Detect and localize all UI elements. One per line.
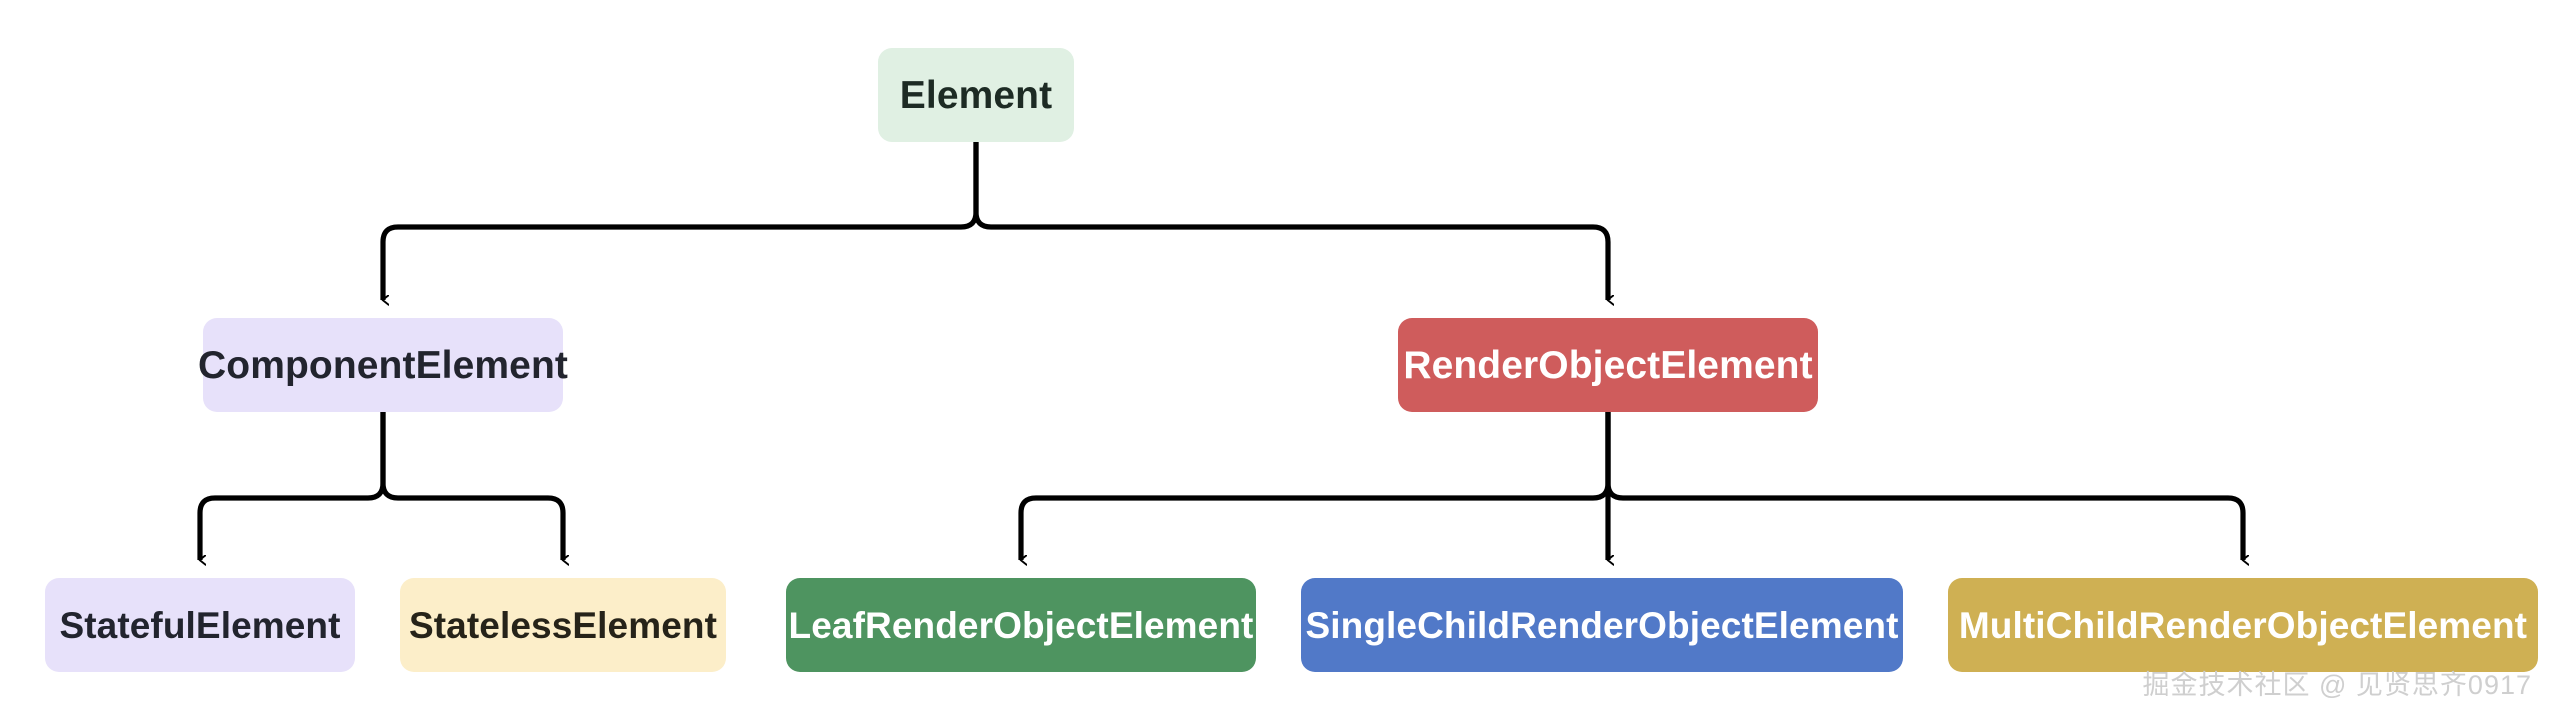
- node-stateful-element[interactable]: StatefulElement: [45, 578, 355, 672]
- node-component-element-label: ComponentElement: [198, 343, 568, 387]
- edge-component-element-to-stateful-element: [197, 412, 386, 560]
- node-leaf-render-object-element[interactable]: LeafRenderObjectElement: [786, 578, 1256, 672]
- node-multi-child-render-object-element-label: MultiChildRenderObjectElement: [1958, 604, 2528, 646]
- edge-component-element-to-stateless-element: [380, 412, 563, 560]
- edge-render-object-element-to-multi-child-render-object-element: [1605, 412, 2243, 560]
- edge-element-to-component-element: [380, 142, 979, 300]
- node-render-object-element-label: RenderObjectElement: [1403, 343, 1813, 387]
- watermark: 掘金技术社区 @ 见贤思齐0917: [2142, 670, 2532, 700]
- node-stateless-element[interactable]: StatelessElement: [400, 578, 726, 672]
- node-element[interactable]: Element: [878, 48, 1074, 142]
- node-single-child-render-object-element-label: SingleChildRenderObjectElement: [1305, 604, 1899, 646]
- node-stateless-element-label: StatelessElement: [408, 604, 718, 646]
- node-leaf-render-object-element-label: LeafRenderObjectElement: [788, 604, 1254, 646]
- node-multi-child-render-object-element[interactable]: MultiChildRenderObjectElement: [1948, 578, 2538, 672]
- edge-element-to-render-object-element: [973, 142, 1608, 300]
- node-render-object-element[interactable]: RenderObjectElement: [1398, 318, 1818, 412]
- edge-render-object-element-to-leaf-render-object-element: [1018, 412, 1611, 560]
- node-stateful-element-label: StatefulElement: [59, 604, 341, 646]
- node-single-child-render-object-element[interactable]: SingleChildRenderObjectElement: [1301, 578, 1903, 672]
- node-component-element[interactable]: ComponentElement: [198, 318, 568, 412]
- node-element-label: Element: [899, 73, 1053, 117]
